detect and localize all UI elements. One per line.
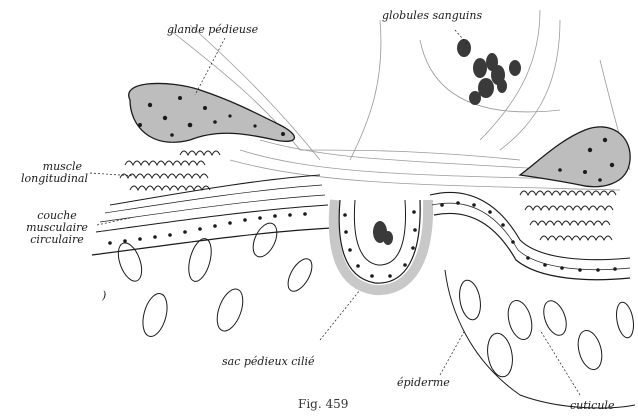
label-sac-pedieux-cilie: sac pédieux cilié bbox=[222, 356, 315, 367]
label-stray-mark: ) bbox=[102, 290, 106, 301]
parenchyma-cells bbox=[114, 219, 636, 378]
label-muscle-longitudinal-line2: longitudinal bbox=[8, 173, 88, 184]
label-glande-pedieuse: glande pédieuse bbox=[167, 24, 258, 35]
longitudinal-muscle-right bbox=[520, 191, 616, 240]
blood-globules bbox=[457, 39, 521, 105]
left-pedal-gland bbox=[129, 83, 295, 142]
label-muscle-longitudinal-line1: muscle bbox=[30, 161, 82, 172]
label-couche-line3: circulaire bbox=[17, 234, 97, 245]
label-cuticule: cuticule bbox=[570, 400, 614, 411]
label-couche-line2: musculaire bbox=[17, 222, 97, 233]
label-epiderme: épiderme bbox=[397, 377, 450, 388]
figure-caption: Fig. 459 bbox=[298, 397, 348, 411]
label-globules-sanguins: globules sanguins bbox=[382, 10, 482, 21]
label-couche-line1: couche bbox=[22, 210, 92, 221]
longitudinal-muscle-left bbox=[120, 151, 220, 190]
body-wall-left bbox=[92, 175, 332, 255]
cuticle-edge bbox=[445, 270, 635, 408]
right-pedal-gland bbox=[520, 127, 630, 187]
ciliated-pedal-sac bbox=[334, 200, 428, 290]
